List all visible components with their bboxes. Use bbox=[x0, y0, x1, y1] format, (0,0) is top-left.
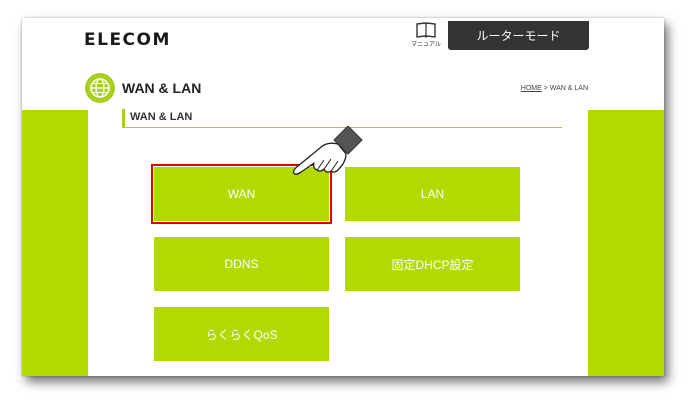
breadcrumb-home-link[interactable]: HOME bbox=[520, 85, 542, 92]
elecom-logo: ELECOM bbox=[84, 30, 171, 50]
ddns-button[interactable]: DDNS bbox=[154, 237, 329, 291]
breadcrumb: HOME > WAN & LAN bbox=[521, 85, 588, 92]
pointing-hand-icon bbox=[292, 126, 363, 175]
page-title: WAN & LAN bbox=[122, 80, 202, 96]
static-dhcp-button[interactable]: 固定DHCP設定 bbox=[345, 237, 520, 291]
router-window: ELECOM マニュアル ルーターモード WAN & LAN HOME > WA… bbox=[22, 18, 664, 376]
easy-qos-button[interactable]: らくらくQoS bbox=[154, 307, 329, 361]
manual-link[interactable]: マニュアル bbox=[406, 22, 446, 54]
breadcrumb-separator: > bbox=[541, 85, 550, 92]
lan-button[interactable]: LAN bbox=[345, 167, 520, 221]
left-accent-band bbox=[22, 110, 88, 376]
globe-icon bbox=[90, 78, 110, 98]
wan-button[interactable]: WAN bbox=[151, 164, 332, 224]
book-icon bbox=[416, 22, 436, 38]
router-mode-button[interactable]: ルーターモード bbox=[448, 21, 589, 50]
right-accent-band bbox=[588, 110, 664, 376]
page-icon-badge bbox=[85, 73, 115, 103]
section-header: WAN & LAN bbox=[122, 109, 562, 128]
breadcrumb-current: WAN & LAN bbox=[549, 85, 588, 92]
manual-label: マニュアル bbox=[411, 42, 441, 48]
